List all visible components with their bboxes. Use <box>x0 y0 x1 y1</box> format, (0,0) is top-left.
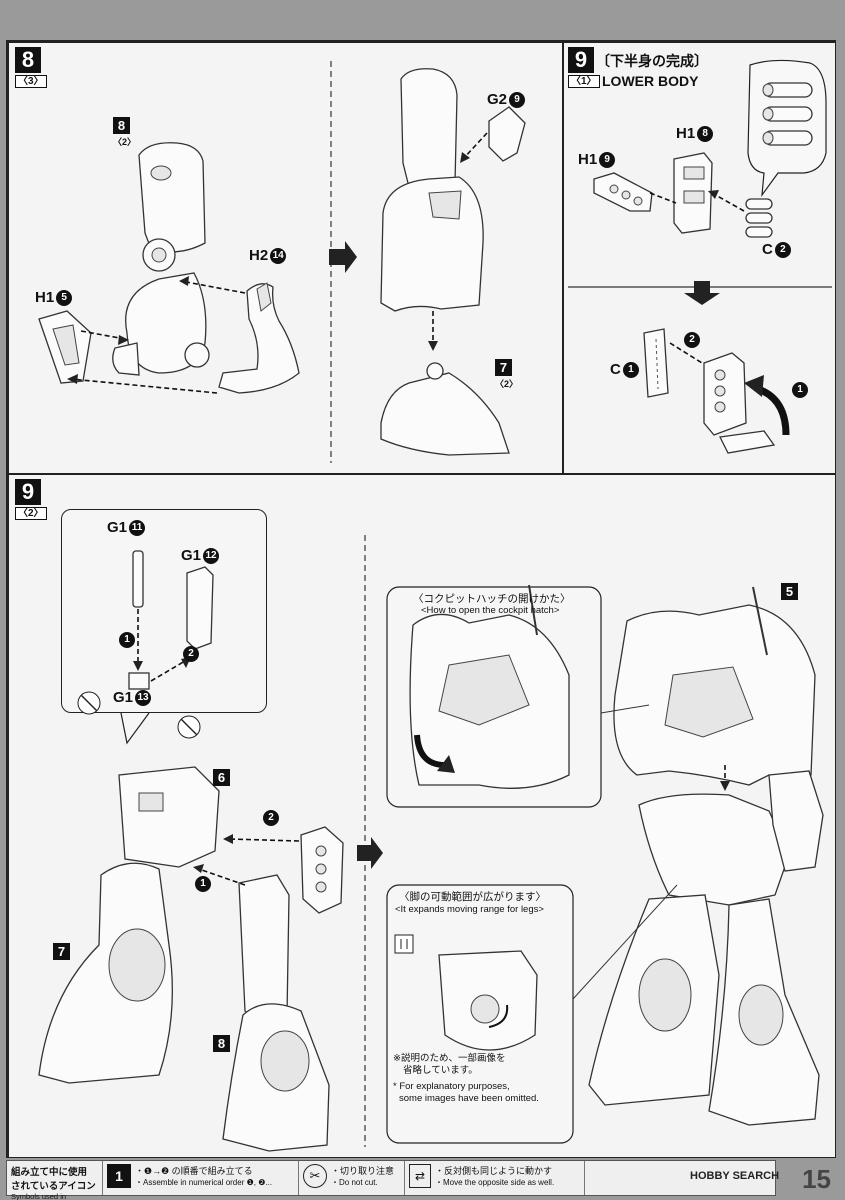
legend-item-opposite: ⇄ ・反対側も同じように動かす ・Move the opposite side … <box>405 1161 585 1195</box>
mirror-icon: ⇄ <box>409 1164 431 1188</box>
step-number: 9 <box>568 47 594 73</box>
ref-part-sub: 〈2〉 <box>113 137 137 147</box>
cockpit-title-jp: 〈コクピットハッチの開けかた〉 <box>413 593 571 605</box>
ref-tag-6: 6 <box>213 769 230 786</box>
order-1: 1 <box>117 631 135 649</box>
next-ref-tag: 7 <box>495 359 512 376</box>
legend-item-order: 1 ・❶→❷ の順番で組み立てる ・Assemble in numerical … <box>103 1161 299 1195</box>
step-sub: 〈2〉 <box>15 507 47 520</box>
order-2: 2 <box>181 645 199 663</box>
order-1b: 1 <box>193 875 211 893</box>
title-jp: 〔下半身の完成〕 <box>596 53 708 69</box>
title-en: LOWER BODY <box>602 73 699 89</box>
legs-title-jp: 〈脚の可動範囲が広がります〉 <box>399 891 546 903</box>
page-number: 15 <box>802 1164 831 1194</box>
symbols-legend: 組み立て中に使用 されているアイコン Symbols used in instr… <box>6 1160 776 1200</box>
ref-tag-5: 5 <box>781 583 798 600</box>
lower-body-drawing <box>568 59 832 454</box>
order-1: 1 <box>790 381 808 399</box>
next-ref-sub: 〈2〉 <box>495 379 519 389</box>
order-icon: 1 <box>107 1164 131 1188</box>
order-2: 2 <box>682 331 700 349</box>
leg-assembly-drawing <box>38 61 526 463</box>
step-sub: 〈1〉 <box>568 75 600 88</box>
ref-tag-7: 7 <box>53 943 70 960</box>
ref-tag-8: 8 <box>213 1035 230 1052</box>
step9-2-drawing <box>38 535 824 1152</box>
omit-note-jp-2: 省略しています。 <box>403 1065 478 1076</box>
step-number: 9 <box>15 479 41 505</box>
g1-callout <box>61 509 267 713</box>
omit-note-en-2: some images have been omitted. <box>399 1093 539 1104</box>
watermark: HOBBY SEARCH <box>690 1170 780 1182</box>
legend-title: 組み立て中に使用 されているアイコン Symbols used in instr… <box>7 1161 103 1200</box>
cockpit-title-en: <How to open the cockpit hatch> <box>421 605 560 616</box>
ref-part-tag: 8 <box>113 117 130 134</box>
scissors-icon: ✂ <box>303 1164 327 1188</box>
omit-note-en-1: * For explanatory purposes, <box>393 1081 510 1092</box>
order-2b: 2 <box>261 809 279 827</box>
omit-note-jp-1: ※説明のため、一部画像を <box>393 1053 506 1064</box>
legend-item-no-cut: ✂ ・切り取り注意 ・Do not cut. <box>299 1161 405 1195</box>
step-sub: 〈3〉 <box>15 75 47 88</box>
step-number: 8 <box>15 47 41 73</box>
legs-title-en: <It expands moving range for legs> <box>395 904 544 915</box>
